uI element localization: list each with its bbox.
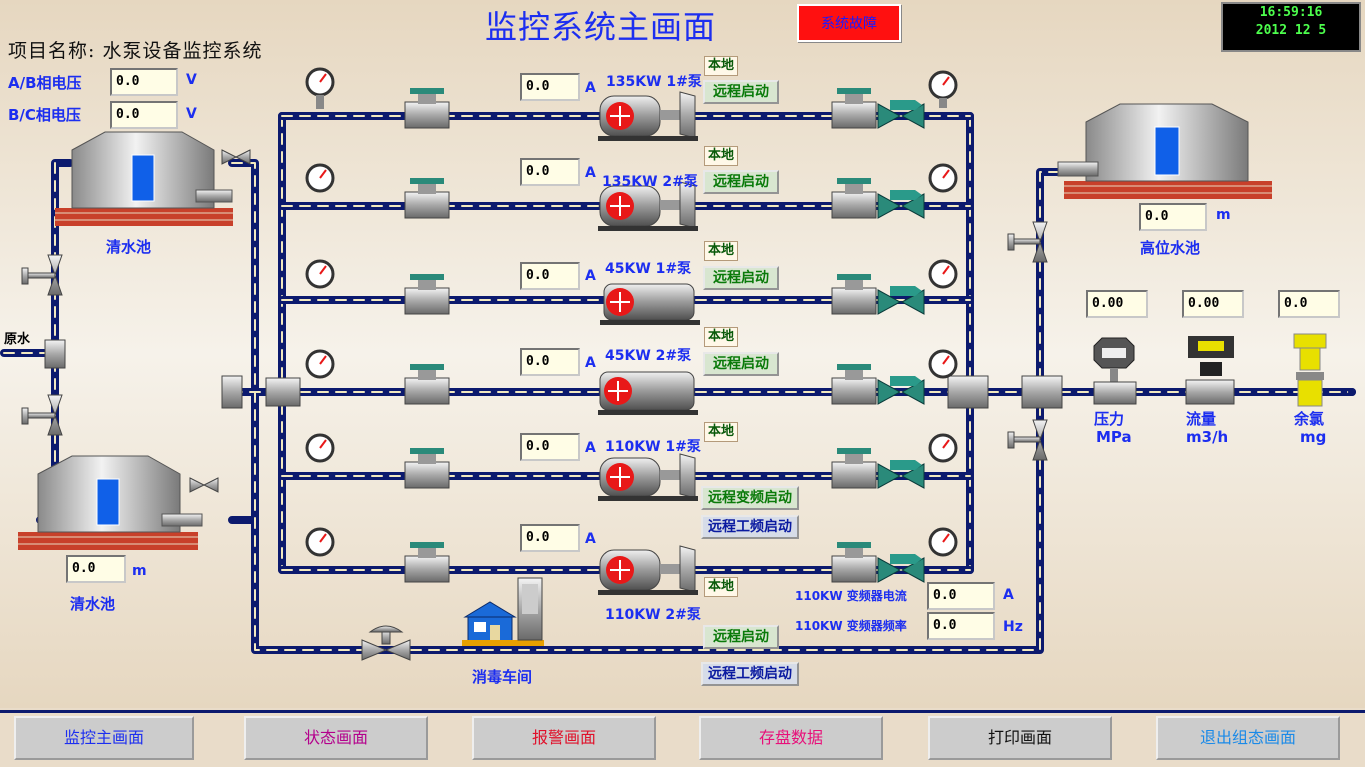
chlorine-unit: mg (1300, 428, 1327, 446)
bottom-nav: 监控主画面 状态画面 报警画面 存盘数据 打印画面 退出组态画面 (4, 710, 1361, 767)
high-tank-unit: m (1216, 207, 1231, 223)
disinfection-label: 消毒车间 (472, 668, 533, 686)
nav-print-screen[interactable]: 打印画面 (928, 716, 1112, 760)
clear-tank-2-label: 清水池 (70, 595, 116, 613)
vfd-current-label: 110KW 变频器电流 (795, 589, 907, 603)
high-tank (1057, 103, 1272, 199)
ab-voltage-field[interactable]: 0.0 (110, 68, 178, 96)
current-unit: A (585, 440, 596, 456)
pump-current-field[interactable]: 0.0 (520, 73, 580, 101)
pump-current-field[interactable]: 0.0 (520, 433, 580, 461)
pressure-field[interactable]: 0.00 (1086, 290, 1148, 318)
vfd-current-field[interactable]: 0.0 (927, 582, 995, 610)
nav-exit-config[interactable]: 退出组态画面 (1156, 716, 1340, 760)
vfd-freq-label: 110KW 变频器频率 (795, 619, 907, 633)
bc-voltage-field[interactable]: 0.0 (110, 101, 178, 129)
chlorine-field[interactable]: 0.0 (1278, 290, 1340, 318)
flow-unit: m3/h (1186, 428, 1229, 446)
pressure-label: 压力 (1094, 410, 1125, 428)
system-fault-indicator[interactable]: 系统故障 (797, 4, 901, 42)
current-unit: A (585, 531, 596, 547)
high-tank-label: 高位水池 (1140, 239, 1201, 257)
clear-tank-2 (18, 455, 203, 550)
pump-local-mode: 本地 (704, 241, 739, 261)
bc-voltage-label: B/C相电压 (8, 106, 81, 124)
disinfection-building (462, 577, 544, 646)
clear-tank-1-label: 清水池 (106, 238, 152, 256)
current-unit: A (585, 268, 596, 284)
pump-local-mode: 本地 (704, 56, 739, 76)
pump-name: 135KW 2#泵 (602, 174, 698, 190)
vfd-freq-field[interactable]: 0.0 (927, 612, 995, 640)
pump-name: 45KW 2#泵 (605, 348, 692, 364)
pump-current-field[interactable]: 0.0 (520, 524, 580, 552)
project-name: 项目名称: 水泵设备监控系统 (8, 40, 263, 62)
vfd-freq-unit: Hz (1003, 619, 1023, 635)
pump-current-field[interactable]: 0.0 (520, 348, 580, 376)
high-tank-level[interactable]: 0.0 (1139, 203, 1207, 231)
nav-alarm-screen[interactable]: 报警画面 (472, 716, 656, 760)
pressure-unit: MPa (1096, 428, 1132, 446)
side-valves (21, 149, 1063, 661)
ab-voltage-unit: V (186, 72, 197, 88)
remote-start-button[interactable]: 远程启动 (703, 625, 779, 649)
vfd-current-unit: A (1003, 587, 1014, 603)
page-title: 监控系统主画面 (485, 8, 717, 46)
pump-name: 135KW 1#泵 (606, 74, 702, 90)
raw-water-label: 原水 (4, 332, 31, 347)
pump-current-field[interactable]: 0.0 (520, 262, 580, 290)
pump-local-mode: 本地 (704, 327, 739, 347)
remote-line-start-button[interactable]: 远程工频启动 (701, 662, 799, 686)
pump-local-mode: 本地 (704, 422, 739, 442)
remote-line-start-button[interactable]: 远程工频启动 (701, 515, 799, 539)
flow-label: 流量 (1186, 410, 1217, 428)
instrument-graphics (1093, 333, 1356, 407)
pump-current-field[interactable]: 0.0 (520, 158, 580, 186)
remote-start-button[interactable]: 远程启动 (703, 352, 779, 376)
nav-saved-data[interactable]: 存盘数据 (699, 716, 883, 760)
pump-local-mode: 本地 (704, 577, 739, 597)
current-unit: A (585, 80, 596, 96)
clear-tank-1 (55, 131, 233, 226)
pump-name: 45KW 1#泵 (605, 261, 692, 277)
remote-start-button[interactable]: 远程启动 (703, 80, 779, 104)
pump-name: 110KW 1#泵 (605, 439, 701, 455)
bc-voltage-unit: V (186, 106, 197, 122)
remote-start-button[interactable]: 远程启动 (703, 266, 779, 290)
clock-time: 16:59:16 (1259, 5, 1323, 20)
remote-start-button[interactable]: 远程启动 (703, 170, 779, 194)
pump-local-mode: 本地 (704, 146, 739, 166)
pump-row-graphics (305, 67, 958, 595)
current-unit: A (585, 165, 596, 181)
ab-voltage-label: A/B相电压 (8, 74, 82, 92)
clear-tank-2-level[interactable]: 0.0 (66, 555, 126, 583)
clear-tank-2-unit: m (132, 563, 147, 579)
remote-vfd-start-button[interactable]: 远程变频启动 (701, 486, 799, 510)
flow-field[interactable]: 0.00 (1182, 290, 1244, 318)
nav-status-screen[interactable]: 状态画面 (244, 716, 428, 760)
chlorine-label: 余氯 (1294, 410, 1325, 428)
current-unit: A (585, 355, 596, 371)
clock-display: 16:59:16 2012 12 5 (1221, 2, 1361, 52)
clock-date: 2012 12 5 (1255, 23, 1327, 38)
pump-name: 110KW 2#泵 (605, 607, 701, 623)
nav-main-screen[interactable]: 监控主画面 (14, 716, 194, 760)
